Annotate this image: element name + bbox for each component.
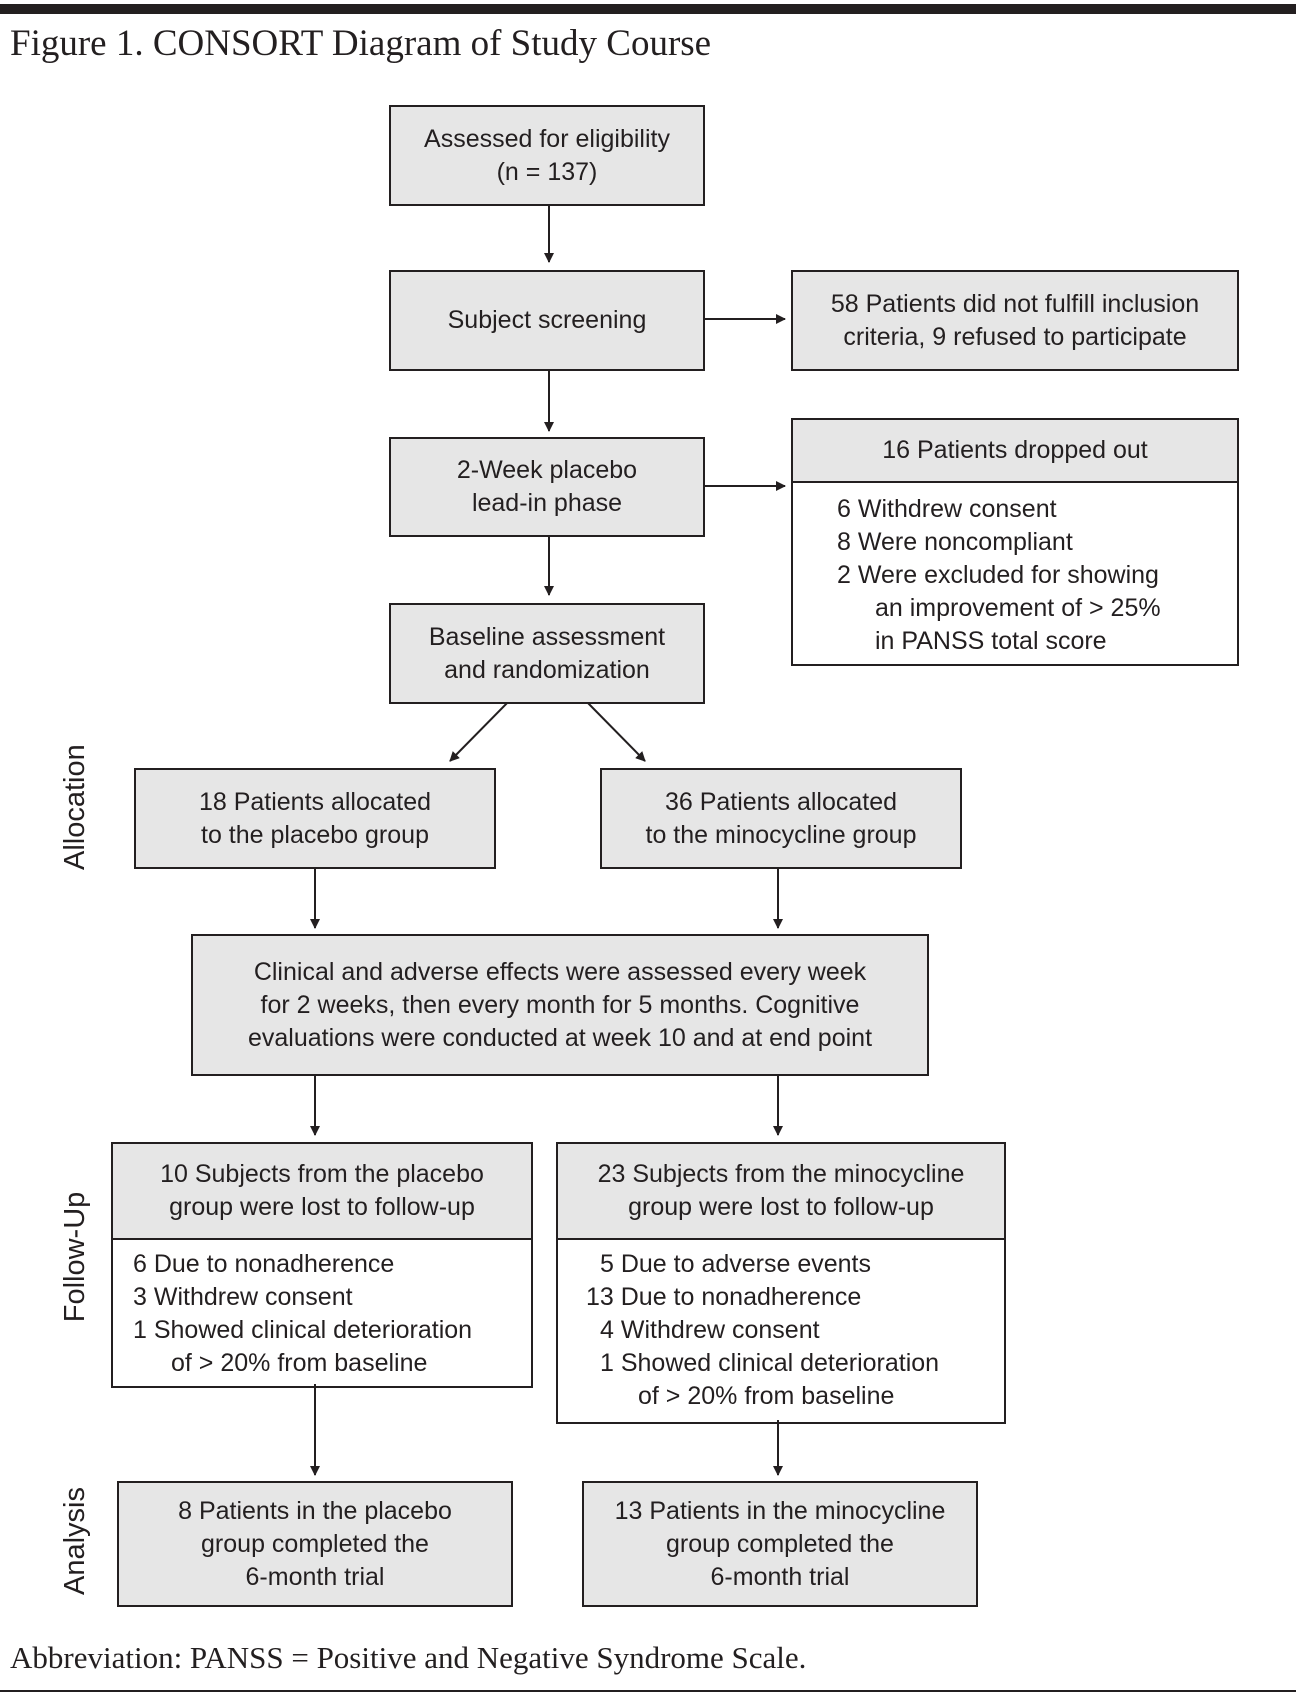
abbreviation-footnote: Abbreviation: PANSS = Positive and Negat… — [10, 1640, 807, 1675]
excluded-screening-box: 58 Patients did not fulfill inclusion cr… — [791, 270, 1239, 371]
screening-box: Subject screening — [389, 270, 705, 371]
allocation-label: Allocation — [59, 744, 91, 870]
bottom-rule — [0, 1690, 1296, 1692]
minocycline-lost-reasons: 5 Due to adverse events 13 Due to nonadh… — [558, 1240, 1004, 1413]
dropped-out-title: 16 Patients dropped out — [793, 420, 1237, 483]
eligibility-box: Assessed for eligibility (n = 137) — [389, 105, 705, 206]
placebo-lost-title: 10 Subjects from the placebo group were … — [113, 1144, 531, 1240]
baseline-box: Baseline assessment and randomization — [389, 603, 705, 704]
minocycline-analysis-box: 13 Patients in the minocycline group com… — [582, 1481, 978, 1607]
minocycline-allocation-box: 36 Patients allocated to the minocycline… — [600, 768, 962, 869]
lead-in-box: 2-Week placebo lead-in phase — [389, 437, 705, 537]
follow-up-label: Follow-Up — [59, 1191, 91, 1323]
dropped-out-reasons: 6 Withdrew consent 8 Were noncompliant 2… — [793, 483, 1237, 658]
placebo-allocation-box: 18 Patients allocated to the placebo gro… — [134, 768, 496, 869]
analysis-label: Analysis — [59, 1487, 91, 1595]
arrow-baseline-to-placebo — [449, 699, 511, 762]
placebo-lost-box: 10 Subjects from the placebo group were … — [111, 1142, 533, 1388]
top-rule — [0, 4, 1296, 14]
placebo-analysis-box: 8 Patients in the placebo group complete… — [117, 1481, 513, 1607]
minocycline-lost-title: 23 Subjects from the minocycline group w… — [558, 1144, 1004, 1240]
assessment-box: Clinical and adverse effects were assess… — [191, 934, 929, 1076]
minocycline-lost-box: 23 Subjects from the minocycline group w… — [556, 1142, 1006, 1424]
dropped-out-box: 16 Patients dropped out 6 Withdrew conse… — [791, 418, 1239, 666]
placebo-lost-reasons: 6 Due to nonadherence 3 Withdrew consent… — [113, 1240, 531, 1380]
figure-title: Figure 1. CONSORT Diagram of Study Cours… — [10, 23, 712, 64]
arrow-baseline-to-mino — [584, 699, 646, 762]
